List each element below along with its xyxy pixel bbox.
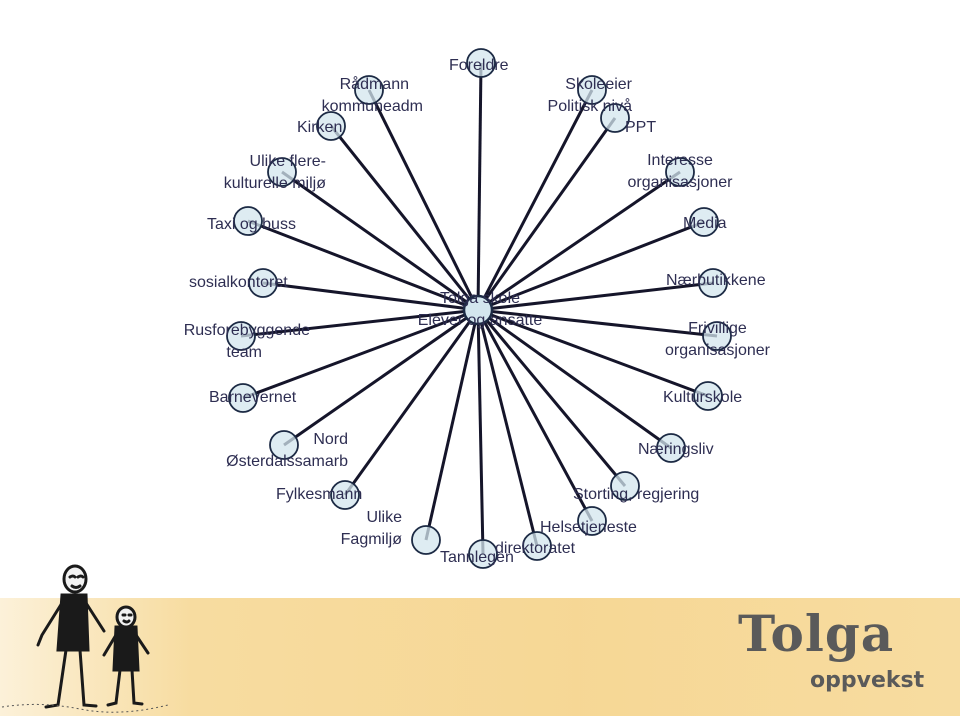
spoke-kulturskole (477, 308, 709, 398)
node-label-frivillige: Frivillige organisasjoner (665, 320, 770, 359)
node-label-media: Media (683, 215, 727, 232)
spoke-fylkesmann (343, 309, 480, 496)
node-circle-barnevernet (228, 383, 258, 413)
spoke-tannlegen (476, 309, 485, 555)
node-circle-rusforebyggende (226, 321, 256, 351)
node-label-foreldre: Foreldre (449, 57, 509, 74)
spoke-nord-osterdal (283, 308, 479, 447)
spoke-media (477, 220, 705, 312)
node-label-taxi-og-buss: Taxi og buss (207, 216, 296, 233)
node-circle-ulike-fagmiljo (411, 525, 441, 555)
spoke-ulike-fagmiljo (424, 309, 480, 541)
node-circle-radmann (354, 75, 384, 105)
logo-subtitle: oppvekst (810, 668, 925, 693)
node-circles (226, 48, 732, 569)
spoke-skoleeier (476, 89, 594, 311)
node-label-ulike-flerekulturelle: Ulike flere- kulturelle miljø (223, 153, 326, 192)
node-label-naerbutikkene: Nærbutikkene (666, 272, 766, 289)
footer-band (0, 598, 960, 716)
spoke-naeringsliv (477, 308, 672, 450)
node-circle-interesse (665, 157, 695, 187)
node-label-skoleeier: Skoleeier Politisk nivå (547, 76, 632, 115)
node-circle-foreldre (466, 48, 496, 78)
spoke-helsetjeneste (476, 309, 594, 522)
center-node-circle (462, 294, 494, 326)
spoke-storting (476, 309, 627, 487)
node-circle-direktoratet (522, 531, 552, 561)
spoke-direktoratet (476, 309, 539, 547)
children-drawing (1, 564, 169, 713)
node-circle-media (689, 207, 719, 237)
node-circle-frivillige (702, 321, 732, 351)
node-circle-sosialkontoret (248, 268, 278, 298)
node-label-ppt: PPT (625, 119, 657, 136)
node-label-kulturskole: Kulturskole (663, 389, 743, 406)
spoke-interesse (477, 170, 681, 312)
node-circle-kirken (316, 111, 346, 141)
node-label-interesse: Interesse organisasjoner (627, 152, 733, 191)
node-label-storting: Storting, regjering (573, 486, 700, 503)
node-label-barnevernet: Barnevernet (209, 389, 297, 406)
node-label-naeringsliv: Næringsliv (638, 441, 714, 458)
node-circle-ulike-flerekulturelle (267, 157, 297, 187)
node-circle-fylkesmann (330, 480, 360, 510)
node-label-rusforebyggende: Rusforebyggende team (183, 322, 310, 361)
spoke-radmann (367, 89, 480, 311)
node-circle-kulturskole (693, 381, 723, 411)
node-circle-ppt (600, 103, 630, 133)
spoke-rusforebyggende (240, 308, 479, 338)
node-circle-storting (610, 471, 640, 501)
spoke-naerbutikkene (477, 281, 714, 312)
node-label-tannlegen: Tannlegen (440, 549, 514, 566)
spoke-foreldre (476, 62, 483, 311)
node-circle-skoleeier (577, 75, 607, 105)
node-circle-tannlegen (468, 539, 498, 569)
logo-title: Tolga (738, 604, 895, 663)
spoke-taxi-og-buss (247, 219, 479, 312)
node-circle-naerbutikkene (698, 268, 728, 298)
node-label-sosialkontoret: sosialkontoret (189, 274, 288, 291)
spoke-ppt (476, 117, 617, 311)
center-label: Tolga skole Elever og ansatte (417, 290, 543, 329)
node-label-kirken: Kirken (297, 119, 343, 136)
node-circle-helsetjeneste (577, 506, 607, 536)
spoke-barnevernet (242, 308, 479, 400)
node-label-radmann: Rådmann kommuneadm (321, 76, 423, 115)
spoke-sosialkontoret (262, 281, 479, 312)
node-circle-naeringsliv (656, 433, 686, 463)
node-label-helsetjeneste: Helsetjeneste (540, 519, 637, 536)
node-label-fylkesmann: Fylkesmann (276, 486, 363, 503)
node-label-direktoratet: direktoratet (495, 540, 576, 557)
node-circle-nord-osterdal (269, 430, 299, 460)
node-label-nord-osterdal: Nord Østerdalssamarb (226, 431, 348, 470)
spoke-kirken (329, 125, 480, 311)
node-label-ulike-fagmiljo: Ulike Fagmiljø (340, 509, 402, 548)
spokes (240, 62, 718, 555)
relation-diagram (226, 48, 732, 569)
spoke-ulike-flerekulturelle (281, 170, 479, 312)
spoke-frivillige (477, 308, 718, 338)
node-circle-taxi-og-buss (233, 206, 263, 236)
